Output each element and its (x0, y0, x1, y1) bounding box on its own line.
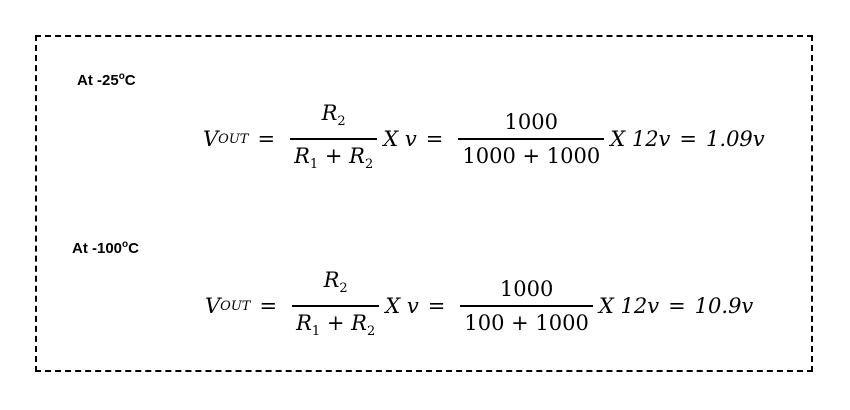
numeric-fraction: 1000 1000 + 1000 (458, 109, 605, 168)
multiply-by-v: X v (385, 294, 419, 318)
resistor-ratio-fraction: R2 R1 + R2 (290, 100, 378, 177)
vout-subscript: OUT (218, 131, 249, 147)
heading-minus-25c: At -25oC (77, 72, 136, 90)
heading-minus-100c: At -100oC (72, 240, 139, 258)
numeric-fraction: 1000 100 + 1000 (460, 276, 593, 335)
heading-suffix: C (128, 240, 139, 257)
result-value: 10.9v (694, 294, 754, 318)
result-value: 1.09v (706, 127, 765, 151)
fraction-denominator: 100 + 1000 (464, 310, 589, 335)
degree-superscript: o (118, 71, 125, 82)
resistor-ratio-fraction: R2 R1 + R2 (292, 267, 380, 344)
fraction-bar (292, 305, 380, 307)
fraction-numerator: 1000 (504, 110, 558, 135)
heading-prefix: At -25 (77, 72, 119, 89)
multiply-by-12v: X 12v (598, 294, 660, 318)
fraction-bar (460, 305, 593, 307)
equals-sign: = (427, 294, 446, 318)
vout-symbol: V (205, 294, 221, 318)
equals-sign: = (257, 127, 276, 151)
fraction-bar (290, 138, 378, 140)
equals-sign: = (668, 294, 686, 318)
fraction-numerator: R2 (323, 268, 348, 297)
equals-sign: = (425, 127, 444, 151)
degree-superscript: o (122, 239, 129, 250)
fraction-bar (458, 138, 605, 140)
fraction-denominator: 1000 + 1000 (462, 143, 601, 168)
vout-symbol: V (203, 127, 219, 151)
multiply-by-12v: X 12v (610, 127, 671, 151)
heading-suffix: C (124, 72, 136, 89)
multiply-by-v: X v (383, 127, 417, 151)
fraction-denominator: R1 + R2 (294, 143, 374, 172)
fraction-denominator: R1 + R2 (296, 310, 376, 339)
equals-sign: = (259, 294, 278, 318)
vout-subscript: OUT (220, 298, 251, 314)
heading-prefix: At -100 (72, 240, 123, 257)
dashed-border-box (35, 35, 813, 372)
fraction-numerator: R2 (321, 101, 346, 130)
equals-sign: = (679, 127, 698, 151)
fraction-numerator: 1000 (499, 277, 554, 302)
